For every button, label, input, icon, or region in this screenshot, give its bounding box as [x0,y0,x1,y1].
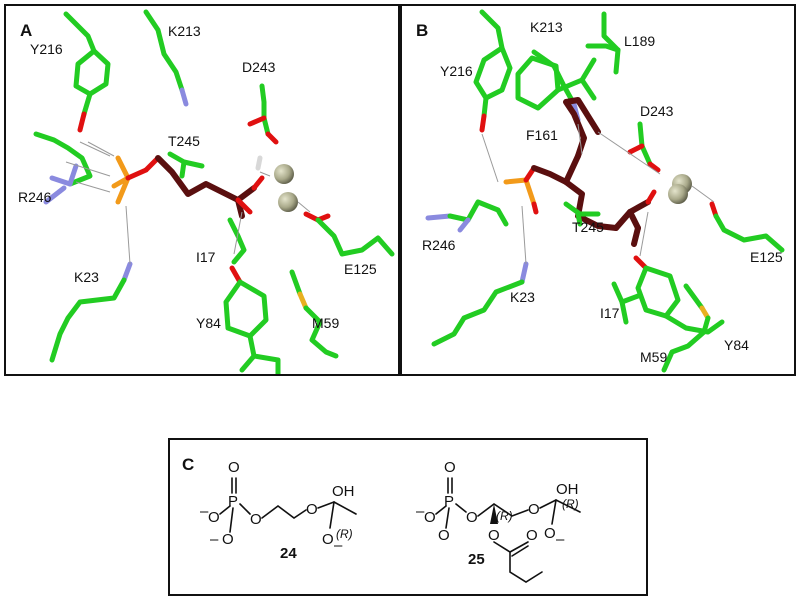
label-y216: Y216 [30,41,63,57]
minus-sign: – [556,531,565,548]
atom-p: P [444,493,454,510]
r246-residue [425,199,509,233]
label-l189: L189 [624,33,655,49]
label-i17: I17 [196,249,216,265]
label-t245: T245 [572,219,604,235]
minus-sign: – [200,503,209,520]
stereo-descriptor: (R) [496,509,513,523]
label-e125: E125 [344,261,377,277]
atom-oh: OH [332,483,355,500]
k23-residue [431,261,529,347]
atom-o: O [208,509,220,526]
i17-residue [227,217,247,265]
label-t245: T245 [168,133,200,149]
atom-o: O [322,531,334,548]
ligand-b [503,97,657,247]
metal-ion [274,164,294,184]
hydrogen-bonds [481,123,715,265]
panel-c-chemical-structures: C P O O – O – O O OH (R) O – 24 [182,455,581,583]
panel-a-letter: A [20,21,32,40]
atom-o: O [544,525,556,542]
label-d243: D243 [640,103,674,119]
label-m59: M59 [312,315,339,331]
atom-o: O [424,509,436,526]
atom-o: O [444,459,456,476]
label-d243: D243 [242,59,276,75]
minus-sign: – [210,531,219,548]
panel-c: C P O O – O – O O OH (R) O – 24 [168,438,648,596]
k213-residue [143,9,189,107]
label-y84: Y84 [724,337,749,353]
e125-residue [303,211,395,257]
k23-residue [49,261,133,363]
panel-c-letter: C [182,455,194,474]
atom-o: O [228,459,240,476]
compound-number: 25 [468,551,485,568]
minus-sign: – [416,503,425,520]
y216-residue [473,9,513,133]
metal-ion [668,184,688,204]
label-k23: K23 [510,289,535,305]
wedge-bond [490,504,498,524]
r246-residue [33,131,93,205]
atom-o: O [488,527,500,544]
atom-p: P [228,493,238,510]
label-i17: I17 [600,305,620,321]
ligand-a [111,155,265,219]
hydrogen-bonds [65,141,311,265]
atom-o: O [528,501,540,518]
atom-o: O [526,527,538,544]
label-k213: K213 [168,23,201,39]
atom-o: O [222,531,234,548]
panel-b-letter: B [416,21,428,40]
compound-25: P O O – O O (R) O OH (R) O – O [416,459,581,583]
label-y84: Y84 [196,315,221,331]
atom-oh: OH [556,481,579,498]
compound-24: P O O – O – O O OH (R) O – 24 [200,459,357,562]
t245-residue [563,201,601,227]
label-r246: R246 [422,237,456,253]
label-k213: K213 [530,19,563,35]
label-k23: K23 [74,269,99,285]
compound-number: 24 [280,545,297,562]
y216-residue [63,11,111,133]
f161-residue [515,55,597,111]
stereo-descriptor: (R) [562,497,579,511]
panel-b-structure: B K213 L189 Y216 D243 F161 R246 T245 E12… [416,9,785,373]
l189-residue [585,11,621,75]
atom-o: O [466,509,478,526]
panel-a: A Y216 K213 D243 T245 R246 I17 E125 K23 … [4,4,400,376]
t245-residue [167,151,205,179]
metal-ion [278,192,298,212]
y84-residue [223,265,281,374]
panel-b: B K213 L189 Y216 D243 F161 R246 T245 E12… [400,4,796,376]
label-m59: M59 [640,349,667,365]
m59-residue [661,283,711,373]
e125-residue [709,201,785,253]
d243-residue [247,83,279,171]
label-r246: R246 [18,189,52,205]
label-y216: Y216 [440,63,473,79]
m59-residue [289,269,339,359]
d243-residue [627,121,661,173]
i17-residue [611,281,641,325]
label-e125: E125 [750,249,783,265]
y84-residue [633,255,725,335]
atom-o: O [438,527,450,544]
atom-o: O [250,511,262,528]
atom-o: O [306,501,318,518]
panel-a-structure: A Y216 K213 D243 T245 R246 I17 E125 K23 … [18,9,395,374]
label-f161: F161 [526,127,558,143]
stereo-descriptor: (R) [336,527,353,541]
minus-sign: – [334,537,343,554]
